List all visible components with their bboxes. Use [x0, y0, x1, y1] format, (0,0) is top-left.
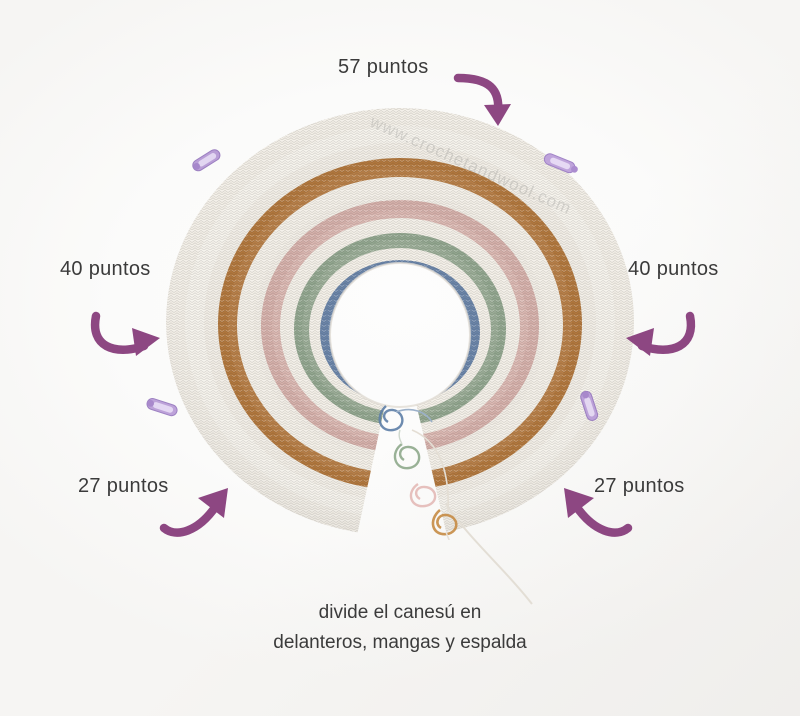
arrow-left-upper: [90, 311, 160, 356]
label-27-puntos-left: 27 puntos: [78, 475, 169, 497]
arrow-right-upper: [626, 311, 696, 356]
caption: divide el canesú en delanteros, mangas y…: [0, 598, 800, 658]
yoke-rings: [166, 108, 640, 540]
arrow-top: [453, 73, 511, 126]
arrow-left-lower: [159, 488, 228, 537]
crochet-yoke: [150, 100, 650, 540]
caption-line-2: delanteros, mangas y espalda: [273, 632, 527, 653]
gold-yarn-tail: [431, 509, 458, 536]
label-57-puntos: 57 puntos: [338, 56, 429, 78]
label-27-puntos-right: 27 puntos: [594, 475, 685, 497]
blue-yarn-tail: [378, 405, 404, 432]
caption-line-1: divide el canesú en: [318, 602, 482, 623]
stitch-marker-lower-right: [580, 390, 599, 421]
label-40-puntos-left: 40 puntos: [60, 258, 151, 280]
green-yarn-tail: [393, 443, 421, 470]
stitch-marker-upper-left: [192, 149, 221, 172]
yarn-tails: [378, 405, 486, 540]
arrow-right-lower: [564, 488, 633, 537]
label-40-puntos-right: 40 puntos: [628, 258, 719, 280]
stitch-marker-upper-right: [543, 153, 578, 174]
neck-opening: [329, 262, 471, 408]
pink-yarn-tail: [409, 483, 437, 508]
cream-yarn-tail: [411, 429, 449, 513]
trailing-thread: [445, 503, 533, 605]
yoke-illustration: [166, 108, 640, 540]
stitch-marker-lower-left: [146, 398, 178, 417]
